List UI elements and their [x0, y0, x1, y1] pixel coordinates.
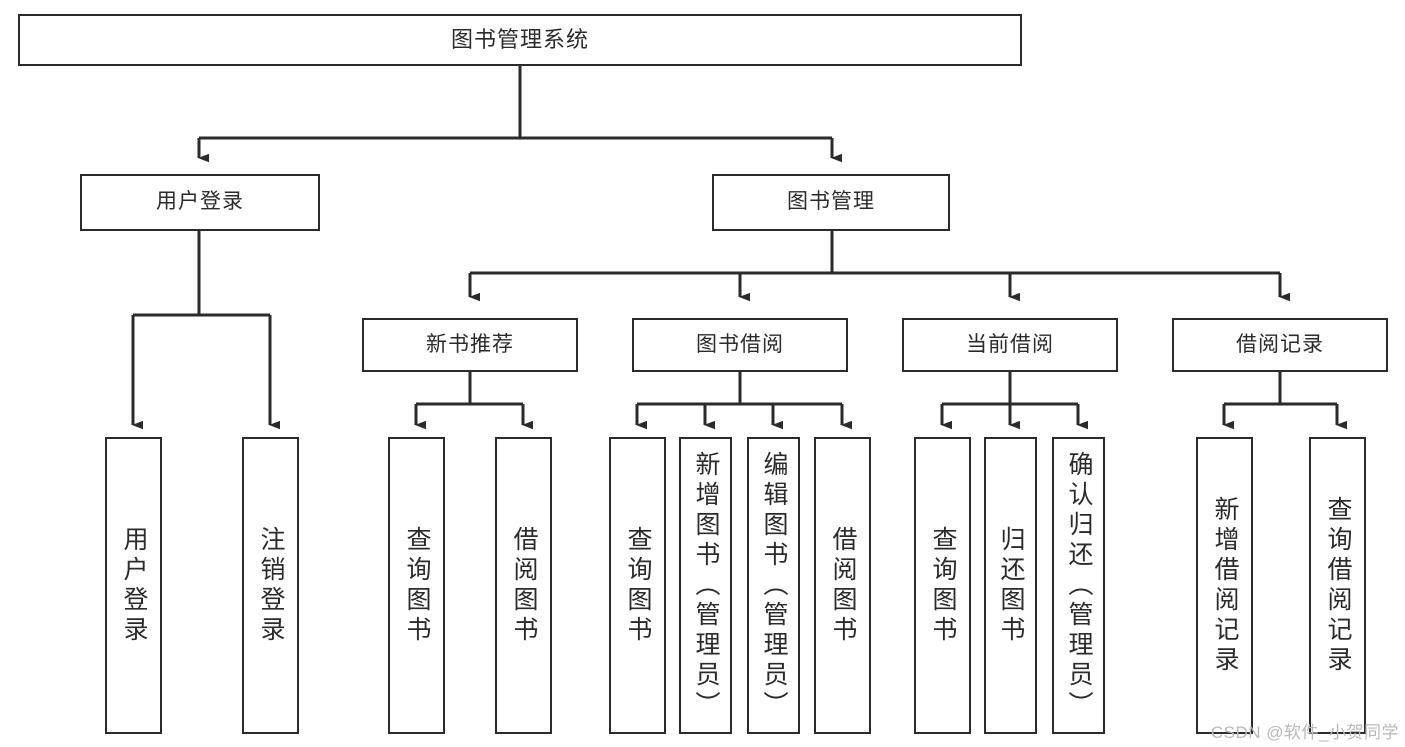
leaf-logout-label: 注销登录 — [257, 525, 285, 646]
leaf-edit-book-label: 编辑图书（管理员） — [760, 450, 788, 721]
leaf-add-book-label: 新增图书（管理员） — [692, 450, 720, 721]
leaf-confirm-return-label: 确认归还（管理员） — [1065, 450, 1093, 721]
node-root[interactable]: 图书管理系统 — [18, 14, 1022, 66]
leaf-query-book-1-label: 查询图书 — [403, 525, 431, 646]
node-new-book-recommend[interactable]: 新书推荐 — [362, 318, 578, 372]
leaf-logout[interactable]: 注销登录 — [242, 437, 299, 734]
leaf-query-book-2-label: 查询图书 — [624, 525, 652, 646]
leaf-query-book-2[interactable]: 查询图书 — [609, 437, 666, 734]
leaf-query-borrow-record[interactable]: 查询借阅记录 — [1309, 437, 1366, 734]
leaf-add-borrow-record[interactable]: 新增借阅记录 — [1196, 437, 1253, 734]
csdn-watermark: CSDN @软件_小贺同学 — [1210, 723, 1399, 742]
node-current-borrow[interactable]: 当前借阅 — [902, 318, 1118, 372]
leaf-add-borrow-record-label: 新增借阅记录 — [1211, 495, 1239, 676]
leaf-query-book-1[interactable]: 查询图书 — [388, 437, 445, 734]
leaf-return-book-label: 归还图书 — [997, 525, 1025, 646]
leaf-edit-book[interactable]: 编辑图书（管理员） — [747, 437, 800, 734]
node-user-login[interactable]: 用户登录 — [80, 174, 320, 231]
leaf-query-book-3[interactable]: 查询图书 — [914, 437, 971, 734]
node-book-borrow[interactable]: 图书借阅 — [632, 318, 848, 372]
leaf-borrow-book-2[interactable]: 借阅图书 — [814, 437, 871, 734]
leaf-user-login-label: 用户登录 — [120, 525, 148, 646]
node-borrow-record[interactable]: 借阅记录 — [1172, 318, 1388, 372]
leaf-borrow-book-1[interactable]: 借阅图书 — [495, 437, 552, 734]
node-new-book-recommend-label: 新书推荐 — [426, 332, 514, 356]
node-book-manage-label: 图书管理 — [787, 190, 875, 214]
leaf-borrow-book-2-label: 借阅图书 — [829, 525, 857, 646]
node-root-label: 图书管理系统 — [450, 27, 589, 53]
node-borrow-record-label: 借阅记录 — [1236, 332, 1324, 356]
node-book-borrow-label: 图书借阅 — [696, 332, 784, 356]
node-current-borrow-label: 当前借阅 — [966, 332, 1054, 356]
node-user-login-label: 用户登录 — [156, 190, 244, 214]
leaf-borrow-book-1-label: 借阅图书 — [510, 525, 538, 646]
leaf-query-borrow-record-label: 查询借阅记录 — [1324, 495, 1352, 676]
leaf-add-book[interactable]: 新增图书（管理员） — [679, 437, 732, 734]
leaf-confirm-return[interactable]: 确认归还（管理员） — [1052, 437, 1105, 734]
node-book-manage[interactable]: 图书管理 — [712, 174, 950, 231]
leaf-query-book-3-label: 查询图书 — [929, 525, 957, 646]
leaf-return-book[interactable]: 归还图书 — [984, 437, 1037, 734]
leaf-user-login[interactable]: 用户登录 — [105, 437, 162, 734]
